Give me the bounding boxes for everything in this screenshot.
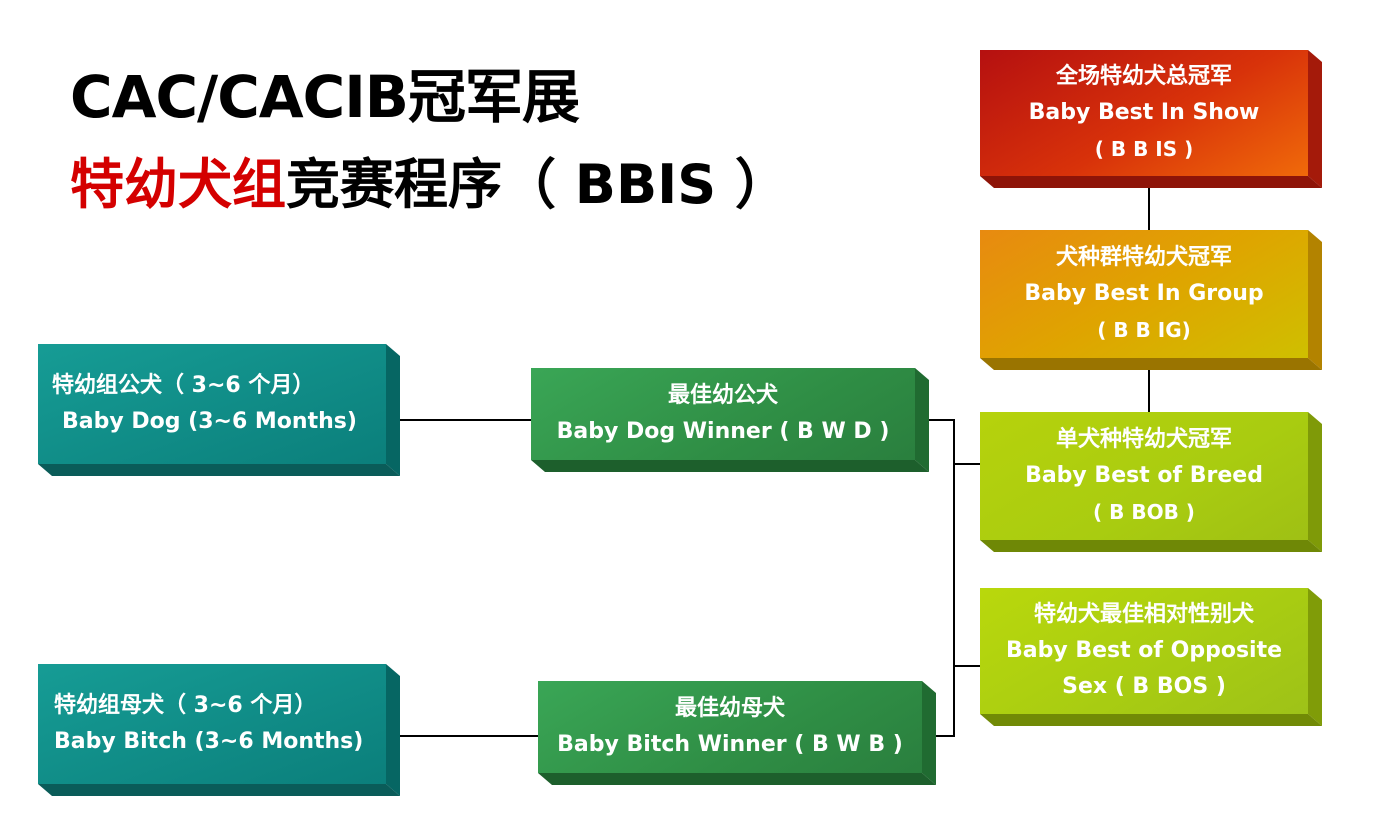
connector-bitch-bwb bbox=[400, 735, 538, 737]
node-baby-dog-cn: 特幼组公犬（ 3~6 个月） bbox=[52, 373, 315, 398]
node-bbig-cn: 犬种群特幼犬冠军 bbox=[1055, 245, 1232, 270]
connector-vertical-bracket bbox=[953, 419, 955, 737]
connector-bwd-out bbox=[929, 419, 955, 421]
node-baby-bitch: 特幼组母犬（ 3~6 个月） Baby Bitch (3~6 Months) bbox=[38, 664, 386, 784]
node-bwd-cn: 最佳幼公犬 bbox=[667, 383, 778, 408]
node-bwb-cn: 最佳幼母犬 bbox=[674, 696, 785, 721]
node-bbos-en: Baby Best of Opposite bbox=[1005, 638, 1283, 663]
connector-bbis-bbig bbox=[1148, 188, 1150, 230]
node-bwd-en: Baby Dog Winner ( B W D ) bbox=[556, 419, 890, 444]
node-baby-dog-en: Baby Dog (3~6 Months) bbox=[62, 409, 357, 434]
node-bbis-cn: 全场特幼犬总冠军 bbox=[1055, 64, 1232, 89]
node-bwd: 最佳幼公犬 Baby Dog Winner ( B W D ) bbox=[531, 368, 915, 460]
node-bwb-en: Baby Bitch Winner ( B W B ) bbox=[557, 732, 903, 757]
title-rest: 竞赛程序（ BBIS ） bbox=[286, 153, 789, 216]
node-bbig-en: Baby Best In Group bbox=[1024, 281, 1264, 306]
node-bbob: 单犬种特幼犬冠军 Baby Best of Breed ( B BOB ) bbox=[980, 412, 1308, 540]
connector-dog-bwd bbox=[400, 419, 531, 421]
node-bbob-en: Baby Best of Breed bbox=[1025, 463, 1263, 488]
node-baby-bitch-cn: 特幼组母犬（ 3~6 个月） bbox=[54, 693, 317, 718]
node-bbig-abbr: ( B B IG) bbox=[1097, 318, 1191, 342]
node-bwb: 最佳幼母犬 Baby Bitch Winner ( B W B ) bbox=[538, 681, 922, 773]
node-bbig: 犬种群特幼犬冠军 Baby Best In Group ( B B IG) bbox=[980, 230, 1308, 358]
node-bbob-cn: 单犬种特幼犬冠军 bbox=[1055, 427, 1232, 452]
page-title-line2: 特幼犬组竞赛程序（ BBIS ） bbox=[70, 140, 789, 219]
node-bbos: 特幼犬最佳相对性别犬 Baby Best of Opposite Sex ( B… bbox=[980, 588, 1308, 714]
connector-to-bbob bbox=[953, 463, 980, 465]
node-bbos-abbr: Sex ( B BOS ) bbox=[1062, 674, 1226, 699]
title-highlight: 特幼犬组 bbox=[70, 153, 286, 216]
page-title-line1: CAC/CACIB冠军展 bbox=[70, 63, 580, 131]
node-bbis: 全场特幼犬总冠军 Baby Best In Show ( B B IS ) bbox=[980, 50, 1308, 176]
node-bbob-abbr: ( B BOB ) bbox=[1093, 500, 1195, 524]
connector-bbig-bbob bbox=[1148, 370, 1150, 412]
connector-bwb-out bbox=[936, 735, 955, 737]
node-baby-bitch-en: Baby Bitch (3~6 Months) bbox=[54, 729, 364, 754]
node-bbis-abbr: ( B B IS ) bbox=[1094, 137, 1194, 161]
node-baby-dog: 特幼组公犬（ 3~6 个月） Baby Dog (3~6 Months) bbox=[38, 344, 386, 464]
node-bbis-en: Baby Best In Show bbox=[1028, 100, 1260, 125]
node-bbos-cn: 特幼犬最佳相对性别犬 bbox=[1033, 602, 1254, 627]
connector-to-bbos bbox=[953, 665, 980, 667]
